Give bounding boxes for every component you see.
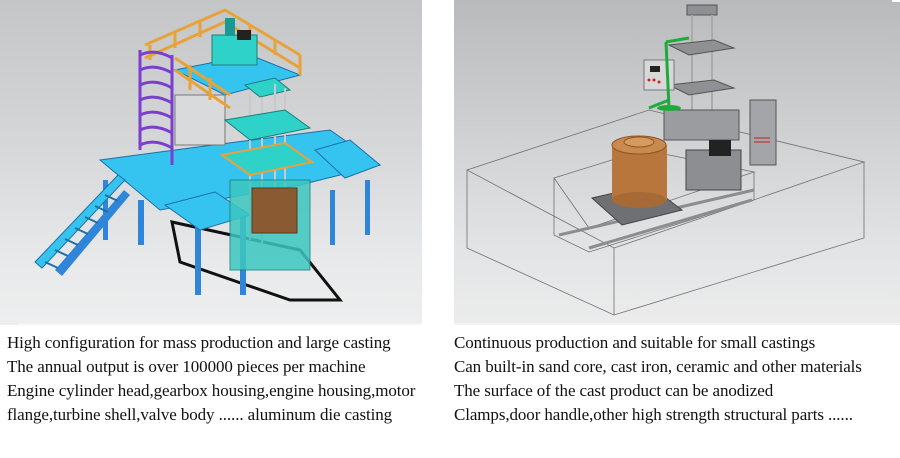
right-caption-line: The surface of the cast product can be a…	[454, 381, 774, 400]
press-machine	[219, 77, 315, 271]
left-caption-line: High configuration for mass production a…	[7, 333, 391, 352]
large-casting-machine-image	[0, 0, 422, 325]
right-caption-list: Continuous production and suitable for s…	[454, 331, 900, 427]
right-caption-line: Can built-in sand core, cast iron, ceram…	[454, 357, 862, 376]
hydraulic-pump	[237, 30, 251, 40]
spiral-staircase	[138, 50, 174, 165]
left-caption-line: The annual output is over 100000 pieces …	[7, 357, 366, 376]
left-caption-line: Engine cylinder head,gearbox housing,eng…	[7, 381, 416, 400]
left-caption-line: flange,turbine shell,valve body ...... a…	[7, 405, 393, 424]
large-casting-machine-illustration	[18, 8, 422, 325]
holding-furnace	[611, 135, 667, 208]
mold	[251, 187, 298, 234]
left-caption-list: High configuration for mass production a…	[7, 331, 447, 427]
electrical-cabinet	[174, 94, 226, 146]
ladle-arm	[648, 36, 690, 110]
control-panel	[643, 59, 675, 91]
electric-cabinet	[749, 99, 777, 166]
hydraulic-motor	[709, 140, 731, 156]
stairs	[34, 174, 130, 276]
right-caption-line: Continuous production and suitable for s…	[454, 333, 816, 352]
small-casting-machine-illustration	[454, 0, 900, 325]
hydraulic-motor	[225, 18, 235, 36]
small-casting-machine-image	[454, 0, 900, 325]
casting-press	[643, 4, 740, 141]
ladle-cup	[657, 105, 681, 111]
right-caption-line: Clamps,door handle,other high strength s…	[454, 405, 853, 424]
side-platform	[314, 139, 381, 179]
